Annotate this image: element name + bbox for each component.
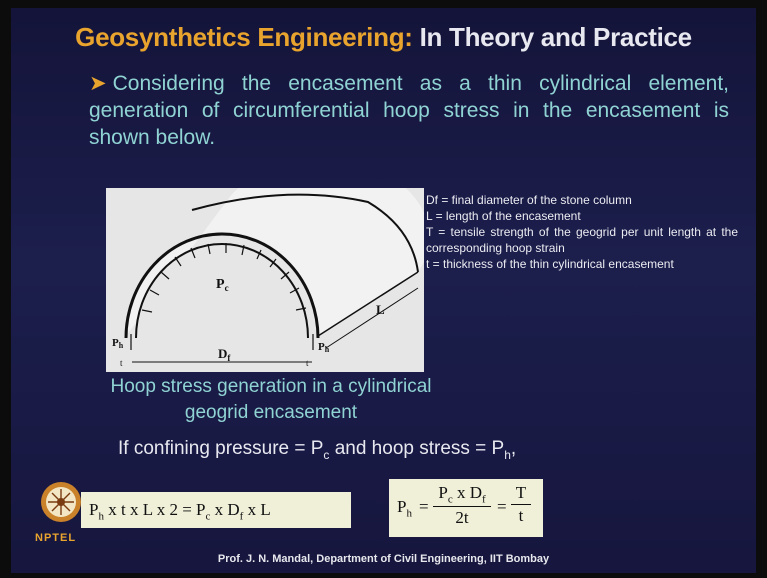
ph-right-label: Ph (318, 341, 330, 354)
encasement-diagram: Pc L Df Ph Ph t t (112, 188, 424, 368)
definitions-list: Df = final diameter of the stone column … (426, 192, 738, 272)
eq2-fraction-1: Pc x Df 2t (433, 483, 491, 528)
title-part-2: In Theory and Practice (412, 22, 693, 52)
condition-statement: If confining pressure = Pc and hoop stre… (118, 438, 517, 462)
footer-credit: Prof. J. N. Mandal, Department of Civil … (217, 553, 550, 565)
definition-item: T = tensile strength of the geogrid per … (426, 225, 738, 255)
ph-left-label: Ph (112, 337, 124, 350)
definition-item: t = thickness of the thin cylindrical en… (426, 257, 674, 271)
l-label: L (376, 302, 385, 317)
definition-item: L = length of the encasement (426, 209, 581, 223)
hoop-stress-figure: Pc L Df Ph Ph t t (106, 188, 424, 372)
title-part-1: Geosynthetics Engineering: (75, 22, 413, 52)
equation-force-balance: Ph x t x L x 2 = Pc x Df x L (81, 492, 351, 528)
t-left-label: t (120, 358, 123, 368)
bullet-arrow-icon: ➤ (89, 72, 107, 95)
pressure-arrows (141, 243, 307, 313)
df-label: Df (218, 346, 231, 363)
eq2-lhs: Ph (397, 497, 412, 520)
definition-item: Df = final diameter of the stone column (426, 193, 632, 207)
nptel-logo-icon (41, 482, 81, 522)
eq2-fraction-2: T t (511, 483, 531, 526)
eq2-equals-1: = (419, 497, 429, 516)
nptel-label: NPTEL (35, 532, 77, 544)
eq2-equals-2: = (497, 497, 507, 516)
t-right-label: t (306, 358, 309, 368)
bullet-paragraph: ➤Considering the encasement as a thin cy… (89, 70, 729, 151)
figure-caption: Hoop stress generation in a cylindrical … (110, 376, 432, 423)
slide: Geosynthetics Engineering: In Theory and… (11, 8, 756, 573)
bullet-text: Considering the encasement as a thin cyl… (89, 72, 729, 149)
equation-hoop-stress: Ph = Pc x Df 2t = T t (389, 479, 543, 537)
pc-label: Pc (216, 277, 229, 293)
slide-title: Geosynthetics Engineering: In Theory and… (11, 22, 756, 53)
